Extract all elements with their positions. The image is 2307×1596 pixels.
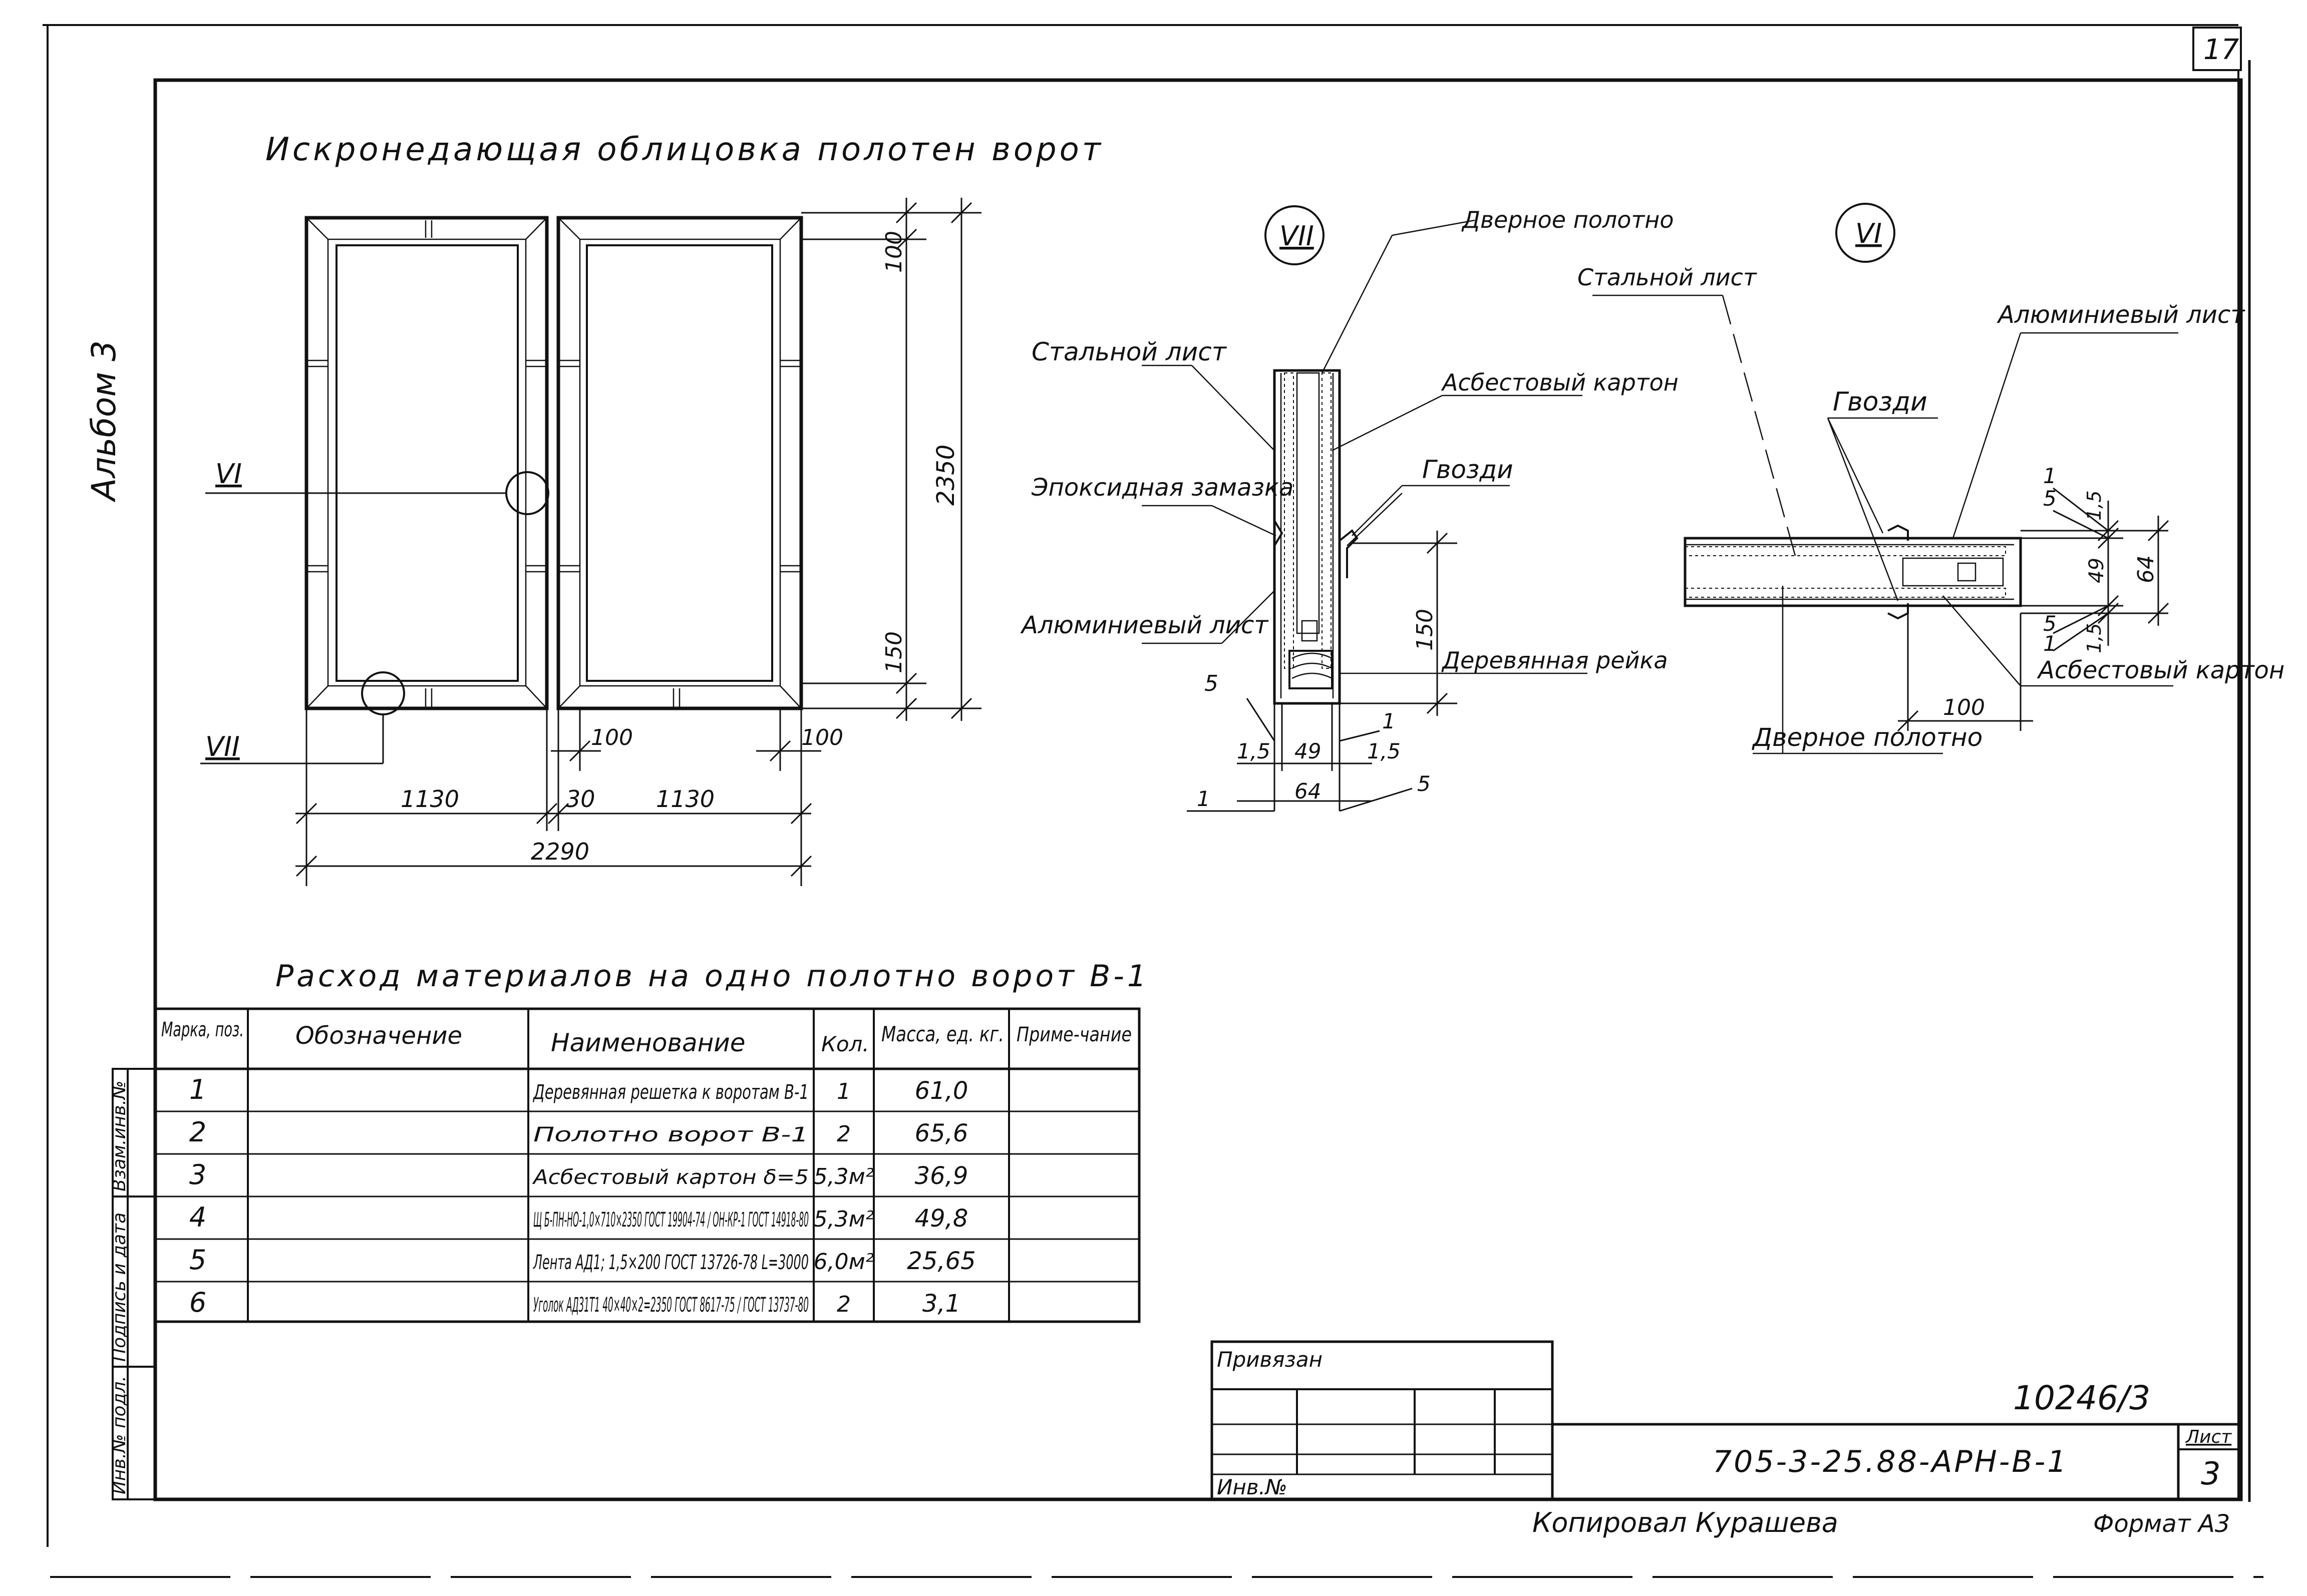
header-mass: Масса, ед. кг.: [881, 1022, 1004, 1046]
vi-dim-5b: 5: [2043, 611, 2057, 636]
header-designation: Обозначение: [295, 1022, 462, 1050]
document-code: 705-3-25.88-АРН-В-1: [1713, 1444, 2068, 1479]
table-cell-name: Уголок АД31Т1 40×40×2=2350 ГОСТ 8617-75 …: [533, 1294, 809, 1317]
vii-dim-1-5a: 1,5: [1237, 739, 1270, 763]
sheet-label: Лист: [2185, 1427, 2232, 1447]
stamp-original-inv: Инв.№ подл.: [109, 1376, 130, 1494]
sheet-frame: [43, 24, 2263, 1578]
dim-right: 100: [801, 725, 843, 750]
vii-dim-1a: 1: [1382, 709, 1396, 733]
stamp-signature-date: Подпись и дата: [109, 1213, 130, 1362]
vi-dim-49: 49: [2085, 558, 2108, 583]
vii-dim-150: 150: [1412, 609, 1438, 651]
sheet-number: 3: [2201, 1455, 2220, 1492]
detail-vi-drawing: [1592, 203, 2178, 754]
table-cell-mass: 49,8: [915, 1205, 968, 1233]
side-stamp: Взам.инв.№ Подпись и дата Инв.№ подл.: [109, 1068, 156, 1500]
vi-dim-1a: 1: [2043, 464, 2057, 488]
detail-vii-marker: VII: [1279, 220, 1314, 252]
table-cell-qty: 5,3м²: [814, 1207, 874, 1232]
table-cell-pos: 4: [189, 1202, 206, 1233]
table-cell-mass: 25,65: [907, 1247, 975, 1275]
stamp-replace-inv: Взам.инв.№: [109, 1080, 130, 1191]
table-title: Расход материалов на одно полотно ворот …: [275, 959, 1149, 994]
vii-dim-1-5b: 1,5: [1367, 739, 1401, 763]
header-qty: Кол.: [821, 1032, 869, 1056]
inv-no-label: Инв.№: [1217, 1475, 1287, 1499]
dim-leaf-left: 1130: [401, 785, 459, 813]
drawing-title: Искронедающая облицовка полотен ворот: [265, 131, 1104, 168]
privyazan-label: Привязан: [1217, 1347, 1323, 1372]
page-number: 17: [2203, 34, 2239, 66]
detail-vi-marker: VI: [1855, 218, 1882, 249]
title-block-grid: [1210, 1340, 2242, 1501]
copied-by: Копировал Курашева: [1532, 1507, 1838, 1538]
vii-door-leaf-label: Дверное полотно: [1461, 206, 1674, 233]
table-cell-name: Полотно ворот В-1: [533, 1123, 809, 1146]
vi-dim-1-5b: 1,5: [2083, 623, 2105, 653]
materials-table-header: Марка, поз. Обозначение Наименование Кол…: [161, 1018, 1132, 1057]
vii-dim-1b: 1: [1197, 786, 1210, 811]
table-cell-name: Щ Б-ПН-НО-1,0×710×2350 ГОСТ 19904-74 / О…: [533, 1209, 809, 1232]
vi-dim-5a: 5: [2043, 486, 2057, 511]
table-cell-mass: 65,6: [915, 1119, 968, 1147]
vi-asbestos-label: Асбестовый картон: [2037, 656, 2284, 684]
vi-door-leaf-label: Дверное полотно: [1752, 723, 1983, 752]
table-cell-pos: 6: [189, 1287, 206, 1318]
vii-dim-5a: 5: [1204, 671, 1218, 696]
table-cell-mass: 3,1: [922, 1290, 960, 1318]
dim-bottom: 150: [881, 631, 907, 673]
dim-height: 2350: [932, 445, 960, 506]
header-note: Приме-чание: [1017, 1023, 1132, 1046]
table-cell-pos: 1: [189, 1074, 206, 1105]
vii-asbestos-label: Асбестовый картон: [1441, 369, 1679, 396]
elevation-dimensions: [295, 198, 981, 886]
vi-dim-1b: 1: [2043, 631, 2057, 656]
vii-wood-rail-label: Деревянная рейка: [1441, 647, 1668, 674]
vi-dim-64: 64: [2133, 555, 2159, 583]
table-cell-pos: 3: [189, 1159, 206, 1190]
vi-steel-sheet-label: Стальной лист: [1577, 264, 1757, 291]
table-cell-pos: 2: [189, 1116, 206, 1148]
vi-dim-100: 100: [1943, 695, 1985, 720]
table-cell-mass: 61,0: [915, 1077, 968, 1105]
vii-nails-label: Гвозди: [1422, 455, 1513, 484]
table-cell-qty: 2: [837, 1121, 851, 1147]
header-pos: Марка, поз.: [161, 1018, 244, 1041]
vi-nails-label: Гвозди: [1833, 387, 1927, 417]
table-cell-mass: 36,9: [915, 1162, 968, 1190]
vii-steel-sheet-label: Стальной лист: [1032, 337, 1227, 366]
format-label: Формат А3: [2093, 1510, 2230, 1538]
dim-top: 100: [881, 231, 907, 273]
table-cell-qty: 6,0м²: [814, 1249, 874, 1275]
vii-dim-5b: 5: [1417, 771, 1431, 796]
dim-total: 2290: [531, 838, 589, 865]
vii-dim-49: 49: [1294, 739, 1321, 763]
table-cell-name: Деревянная решетка к воротам В-1: [533, 1081, 809, 1104]
gate-elevation: [200, 216, 803, 764]
vii-epoxy-label: Эпоксидная замазка: [1031, 474, 1293, 502]
dim-mid: 30: [566, 785, 595, 813]
materials-table-rows: 1 Деревянная решетка к воротам В-1 1 61,0 2 П…: [189, 1074, 976, 1318]
dim-gap: 100: [591, 725, 633, 750]
detail-vii-drawing: [1142, 205, 1587, 812]
table-cell-pos: 5: [189, 1244, 206, 1276]
callout-vi-label: VI: [215, 458, 242, 490]
vi-dim-1-5a: 1,5: [2083, 491, 2105, 521]
table-cell-name: Лента АД1; 1,5×200 ГОСТ 13726-78 L=3000: [533, 1251, 809, 1274]
dim-leaf-right: 1130: [656, 785, 715, 813]
vi-aluminium-label: Алюминиевый лист: [1997, 301, 2245, 329]
table-cell-name: Асбестовый картон δ=5: [532, 1166, 809, 1189]
album-label: Альбом 3: [85, 340, 123, 503]
header-name: Наименование: [551, 1028, 746, 1057]
table-cell-qty: 5,3м²: [814, 1164, 874, 1189]
table-cell-qty: 2: [837, 1292, 851, 1317]
vii-aluminium-label: Алюминиевый лист: [1020, 611, 1269, 639]
callout-vii-label: VII: [205, 731, 240, 762]
archive-number: 10246/3: [2013, 1379, 2150, 1417]
vii-dim-64: 64: [1294, 779, 1321, 804]
table-cell-qty: 1: [837, 1079, 851, 1104]
